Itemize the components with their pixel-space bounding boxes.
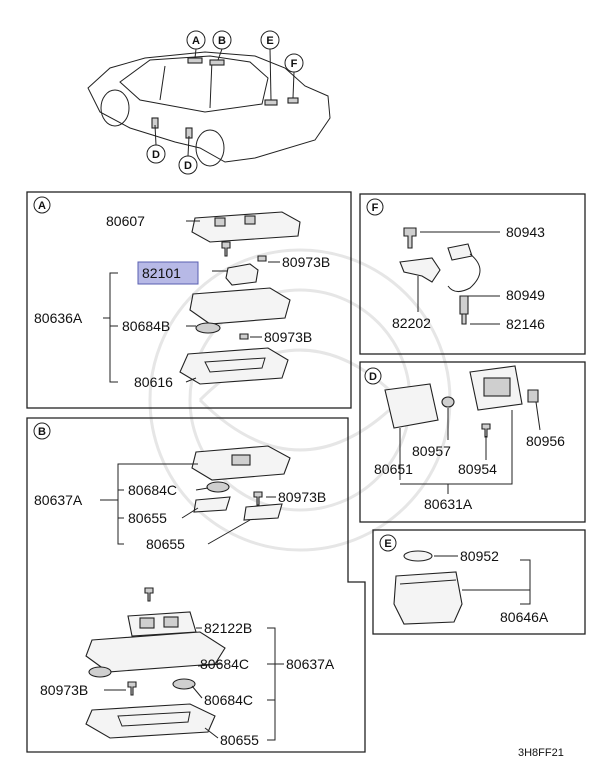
svg-text:B: B [218, 35, 226, 47]
label-80956: 80956 [526, 433, 565, 449]
lens-80651 [384, 383, 439, 429]
svg-text:F: F [291, 58, 298, 70]
panel-f-tag: F [372, 202, 379, 214]
panel-a-tag: A [38, 200, 46, 212]
panel-b: B [26, 417, 366, 753]
lamp-80646A [393, 571, 463, 625]
diagram-code: 3H8FF21 [518, 747, 564, 759]
screw-80954 [481, 423, 491, 438]
label-80973B-b2: 80973B [40, 682, 88, 698]
part-80637A-lower [85, 631, 226, 673]
label-80655-1: 80655 [128, 510, 167, 526]
bulb-80684C-2 [88, 666, 112, 678]
label-80637A-2: 80637A [286, 656, 335, 672]
label-80949: 80949 [506, 287, 545, 303]
panel-e-tag: E [384, 538, 391, 550]
label-82101: 82101 [142, 265, 181, 281]
label-80655-3: 80655 [220, 732, 259, 748]
car-overview [87, 48, 331, 167]
label-80684C-3: 80684C [204, 692, 253, 708]
label-80616: 80616 [134, 374, 173, 390]
label-80631A: 80631A [424, 496, 473, 512]
bulb-80684C-1 [206, 481, 230, 493]
label-80943: 80943 [506, 224, 545, 240]
part-80636A-housing [189, 287, 291, 325]
harness [447, 253, 481, 292]
connector [447, 243, 473, 261]
panel-d: D 80957 80956 80651 80954 80631A [359, 361, 586, 523]
svg-text:A: A [192, 35, 200, 47]
lens-80655-2 [243, 503, 283, 521]
label-80973B-b1: 80973B [278, 489, 326, 505]
panel-f: F 80943 80949 82202 82146 [359, 193, 586, 355]
lens-80655-3 [85, 703, 216, 739]
car-callout-F: F [284, 53, 304, 73]
label-80646A: 80646A [500, 609, 549, 625]
car-callout-E: E [260, 30, 280, 50]
highlight-82101 [137, 261, 199, 285]
car-callout-D-2: D [178, 155, 198, 175]
label-82202: 82202 [392, 315, 431, 331]
panel-d-tag: D [369, 371, 377, 383]
part-82101 [225, 263, 259, 286]
bulb-80957 [441, 396, 455, 408]
panel-a: A 80607 82101 80973B 80636A 80684B 80973… [26, 191, 352, 409]
car-callout-A: A [186, 30, 206, 50]
label-80973B-1: 80973B [282, 254, 330, 270]
label-80607: 80607 [106, 213, 145, 229]
bolt-b3 [127, 681, 137, 696]
switch-82146 [459, 295, 469, 315]
svg-text:D: D [184, 160, 192, 172]
label-80684C-2: 80684C [200, 656, 249, 672]
label-80684B: 80684B [122, 318, 170, 334]
label-80954: 80954 [458, 461, 497, 477]
bolt-1 [221, 241, 231, 257]
bolt-b1 [253, 491, 263, 506]
label-80952: 80952 [460, 548, 499, 564]
bulb-80952 [403, 550, 433, 562]
label-80973B-2: 80973B [264, 329, 312, 345]
bolt-3 [239, 333, 249, 340]
bulb-80684B [195, 322, 221, 334]
label-80957: 80957 [412, 443, 451, 459]
panel-e: E 80952 80646A [372, 529, 586, 635]
label-80651: 80651 [374, 461, 413, 477]
panel-b-tag: B [38, 426, 46, 438]
bracket-82202 [399, 257, 441, 283]
label-80655-2: 80655 [146, 536, 185, 552]
lens-80655-1 [193, 496, 231, 513]
label-82146: 82146 [506, 316, 545, 332]
svg-text:D: D [152, 149, 160, 161]
label-80636A: 80636A [34, 310, 83, 326]
label-82122B: 82122B [204, 620, 252, 636]
clip-80956 [527, 389, 539, 403]
car-body [87, 51, 331, 163]
svg-text:E: E [266, 35, 273, 47]
bulb-80684C-3 [172, 678, 196, 690]
bolt-b2 [144, 587, 154, 602]
label-80637A-1: 80637A [34, 492, 83, 508]
bolt-80943 [403, 227, 417, 249]
label-80684C-1: 80684C [128, 482, 177, 498]
car-callout-B: B [212, 30, 232, 50]
part-80616 [179, 347, 289, 385]
car-callout-D-1: D [146, 144, 166, 164]
part-82122B [127, 611, 197, 637]
bolt-2 [257, 255, 267, 262]
